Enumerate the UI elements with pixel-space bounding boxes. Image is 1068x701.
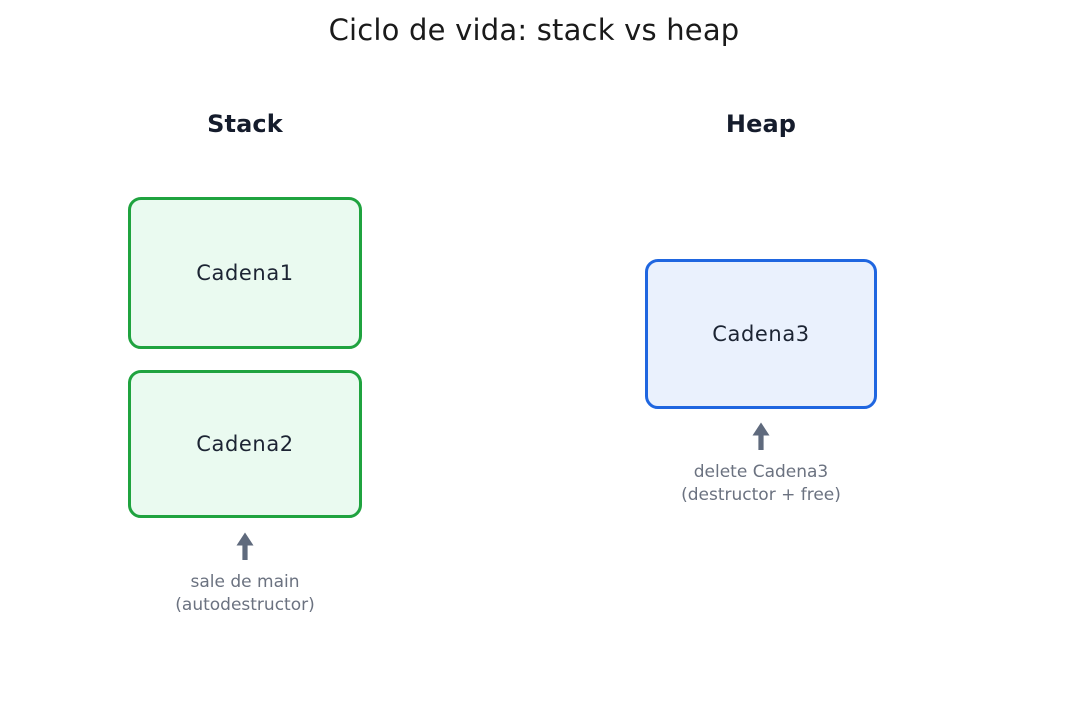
column-heading-heap: Heap xyxy=(725,110,797,138)
caption-heap-line2: (destructor + free) xyxy=(681,484,841,505)
heap-box-cadena3-label: Cadena3 xyxy=(712,322,810,346)
stack-box-cadena2: Cadena2 xyxy=(128,370,362,518)
column-heading-stack: Stack xyxy=(207,110,283,138)
caption-stack-line2: (autodestructor) xyxy=(175,594,315,615)
caption-stack-line1: sale de main xyxy=(190,572,300,592)
stack-box-cadena1-label: Cadena1 xyxy=(196,261,294,285)
caption-stack: sale de main (autodestructor) xyxy=(95,571,395,616)
arrow-up-icon-stack xyxy=(234,531,256,561)
caption-heap-line1: delete Cadena3 xyxy=(693,462,829,482)
figure-title: Ciclo de vida: stack vs heap xyxy=(328,13,740,47)
heap-box-cadena3: Cadena3 xyxy=(645,259,877,409)
stack-box-cadena1: Cadena1 xyxy=(128,197,362,349)
arrow-up-icon-heap xyxy=(750,421,772,451)
stack-box-cadena2-label: Cadena2 xyxy=(196,432,294,456)
caption-heap: delete Cadena3 (destructor + free) xyxy=(611,461,911,506)
